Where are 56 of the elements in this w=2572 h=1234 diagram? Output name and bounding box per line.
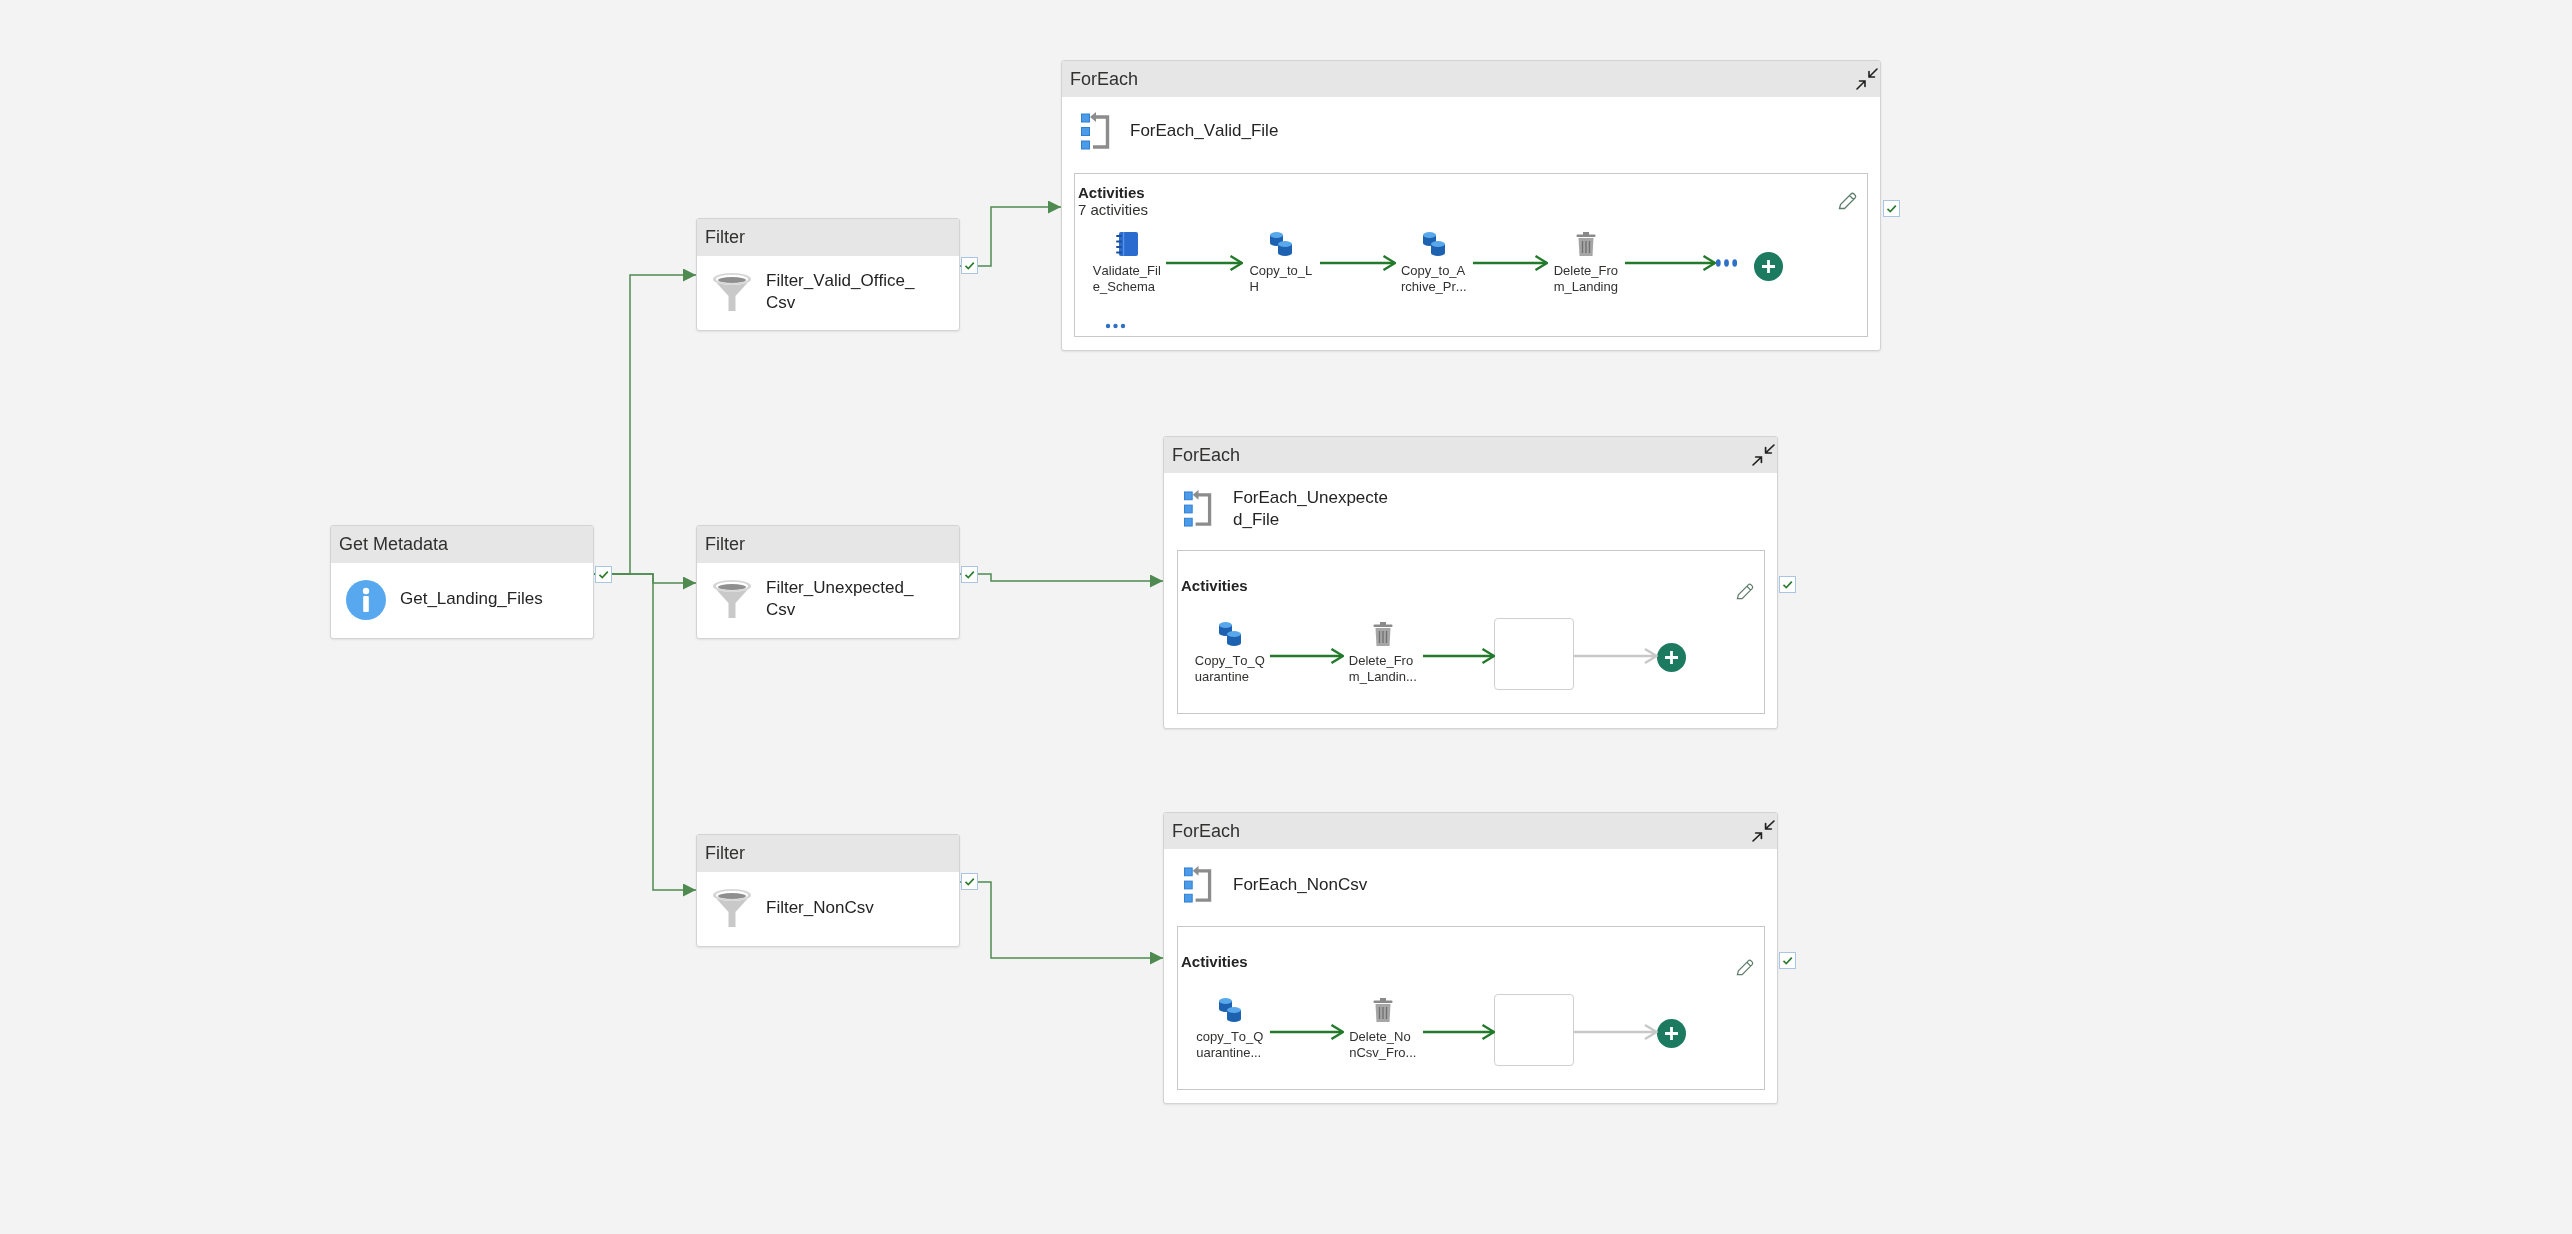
activity-name: ForEach_NonCsv: [1233, 874, 1368, 896]
arrow: [1625, 254, 1717, 272]
panel-heading: Activities: [1181, 577, 1248, 595]
activity-name: Copy_to_LH: [1249, 263, 1313, 295]
activity-name: Validate_File_Schema: [1092, 263, 1162, 295]
activity-tile: [1494, 618, 1574, 690]
arrow: [1423, 1023, 1496, 1041]
activity-type: Filter: [705, 533, 745, 556]
arrow: [959, 573, 1164, 588]
activity-type: Filter: [705, 226, 745, 249]
activity-card: [696, 834, 960, 947]
activity-type: Get Metadata: [339, 533, 449, 556]
arrow: [1473, 254, 1549, 272]
activity-name: Filter_NonCsv: [766, 897, 874, 919]
arrow: [959, 200, 1062, 267]
activity-card: [1163, 436, 1778, 729]
activity-count: 7 activities: [1078, 201, 1149, 219]
panel-heading: Activities: [1078, 184, 1145, 202]
activity-type: ForEach: [1070, 68, 1139, 91]
add-icon: [1656, 642, 1686, 672]
arrow: [1166, 254, 1244, 272]
activity-name: Copy_To_Quarantine: [1194, 653, 1266, 685]
arrow: [1574, 647, 1658, 665]
activity-name: Delete_From_Landing: [1553, 263, 1619, 295]
arrow: [593, 573, 697, 897]
activity-tile: [1494, 994, 1574, 1066]
activity-card: [696, 218, 960, 331]
activity-name: Delete_NonCsv_Fro...: [1349, 1029, 1417, 1061]
arrow: [1320, 254, 1397, 272]
activity-name: copy_To_Quarantine...: [1196, 1029, 1264, 1061]
activity-card: [330, 525, 594, 639]
add-icon: [1656, 1018, 1686, 1048]
activities-panel: [1074, 173, 1868, 337]
panel-heading: Activities: [1181, 953, 1248, 971]
activity-type: ForEach: [1172, 444, 1241, 467]
activity-name: ForEach_Unexpected_File: [1233, 487, 1389, 531]
add-icon: [1753, 251, 1783, 281]
activity-type: Filter: [705, 842, 745, 865]
activity-card: [696, 525, 960, 639]
arrow: [1270, 1023, 1345, 1041]
arrow: [959, 881, 1164, 965]
activity-name: Get_Landing_Files: [400, 588, 543, 610]
activity-card: [1061, 60, 1881, 351]
more-icon: [1715, 258, 1738, 268]
activity-name: Filter_Unexpected_Csv: [766, 577, 914, 621]
activity-name: Copy_to_Archive_Pr...: [1400, 263, 1468, 295]
activities-panel: [1177, 926, 1765, 1090]
activities-panel: [1177, 550, 1765, 714]
activity-card: [1163, 812, 1778, 1104]
activity-name: ForEach_Valid_File: [1130, 120, 1279, 142]
arrow: [1270, 647, 1345, 665]
activity-type: ForEach: [1172, 820, 1241, 843]
activity-name: Filter_Valid_Office_Csv: [766, 270, 915, 314]
activity-name: Delete_From_Landin...: [1348, 653, 1418, 685]
arrow: [1423, 647, 1496, 665]
arrow: [1574, 1023, 1658, 1041]
